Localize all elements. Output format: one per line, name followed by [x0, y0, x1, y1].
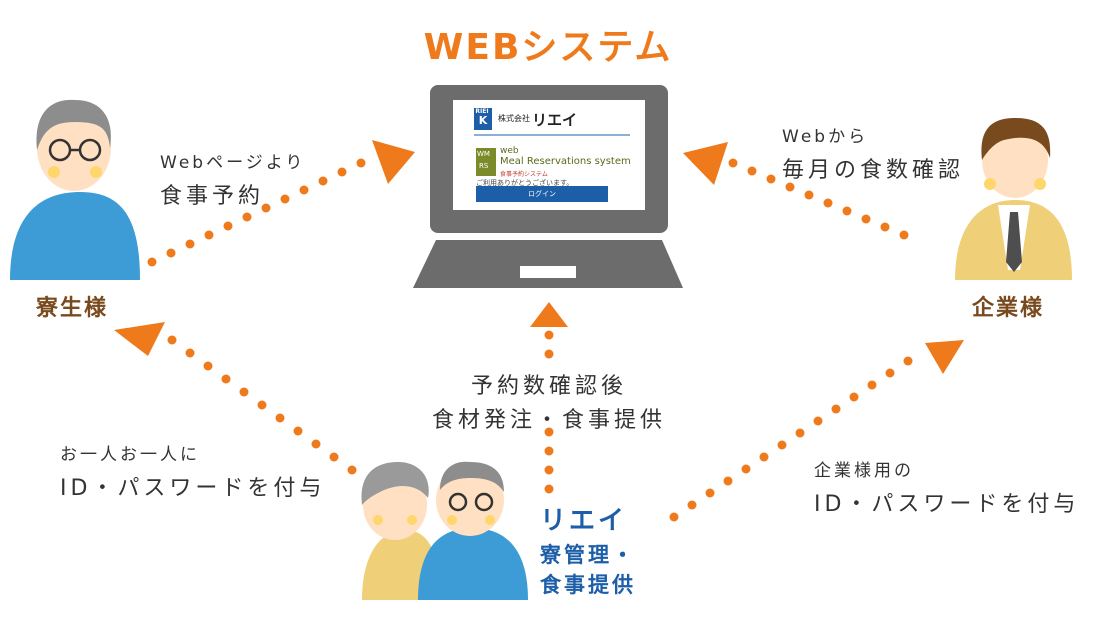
riei-logo-mark: RIEI — [475, 108, 489, 115]
screen-wmrs-line2: Meal Reservations system — [500, 156, 631, 167]
arrow-riei-to-web — [530, 302, 568, 494]
bottom-right-caption-line1: 企業様用の — [814, 461, 914, 481]
riei-caption: 寮管理・ 食事提供 — [540, 540, 636, 600]
company-caption-line1: Webから — [782, 127, 869, 147]
center-caption-line2: 食材発注・食事提供 — [431, 408, 666, 433]
arrow-riei-to-company — [669, 340, 964, 522]
riei-name: リエイ — [540, 506, 628, 536]
resident-caption-line2: 食事予約 — [160, 184, 265, 209]
center-caption: 予約数確認後 食材発注・食事提供 — [399, 370, 699, 438]
screen-rs: RS — [479, 162, 489, 170]
screen-company-name: リエイ — [532, 111, 578, 129]
login-button-bar — [476, 186, 608, 202]
riei-couple-icon — [361, 461, 528, 600]
center-caption-line1: 予約数確認後 — [470, 374, 627, 399]
screen-wmrs-sub: 食事予約システム — [500, 171, 548, 178]
dotted-arrows — [114, 140, 964, 522]
resident-caption: Webページより 食事予約 — [160, 146, 305, 214]
laptop-illustration: K — [413, 85, 683, 288]
riei-caption-line2: 食事提供 — [540, 573, 636, 597]
bottom-right-caption: 企業様用の ID・パスワードを付与 — [814, 454, 1079, 522]
arrow-resident-to-web — [147, 140, 415, 267]
screen-login-button: ログイン — [528, 190, 556, 198]
bottom-right-caption-line2: ID・パスワードを付与 — [814, 492, 1080, 517]
company-caption: Webから 毎月の食数確認 — [782, 120, 964, 188]
bottom-left-caption-line1: お一人お一人に — [60, 445, 200, 465]
bottom-left-caption: お一人お一人に ID・パスワードを付与 — [60, 438, 325, 506]
riei-caption-line1: 寮管理・ — [540, 543, 636, 567]
company-label: 企業様 — [972, 296, 1045, 321]
company-person-icon — [955, 118, 1072, 280]
screen-company-small: 株式会社 — [498, 114, 530, 123]
company-caption-line2: 毎月の食数確認 — [782, 158, 965, 183]
wmrs-logo-icon — [476, 148, 496, 176]
screen-wmrs-line1: web — [500, 146, 519, 156]
bottom-left-caption-line2: ID・パスワードを付与 — [60, 476, 326, 501]
screen-thanks: ご利用ありがとうございます。 — [476, 179, 574, 187]
resident-caption-line1: Webページより — [160, 153, 306, 173]
arrow-company-to-web — [683, 142, 909, 240]
screen-wm: WM — [477, 150, 490, 158]
riei-logo-icon — [474, 108, 492, 130]
arrow-riei-to-resident — [114, 322, 375, 488]
resident-label: 寮生様 — [36, 296, 109, 321]
diagram-title: WEBシステム — [423, 27, 673, 68]
resident-person-icon — [10, 99, 140, 280]
svg-text:K: K — [479, 114, 488, 127]
